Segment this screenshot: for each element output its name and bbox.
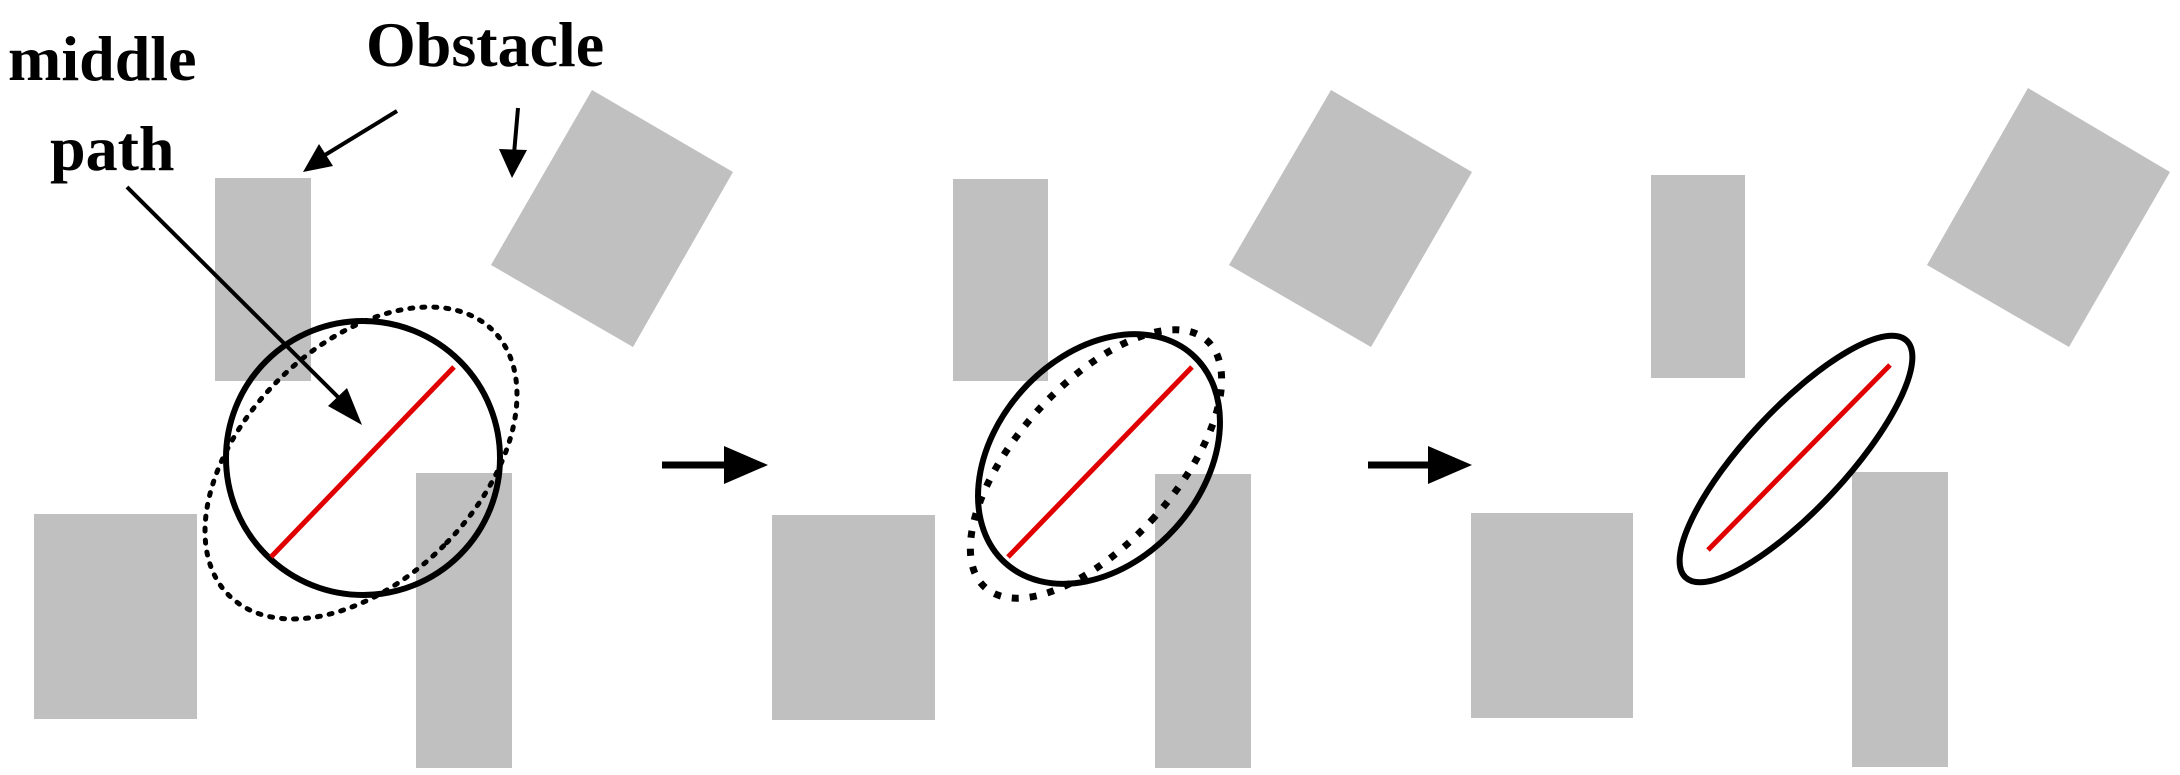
middle-path-pointer (125, 185, 341, 400)
obstacle-pointer-left (323, 109, 399, 157)
middle-path-pointer-head (328, 388, 362, 425)
obstacle-pointer-right (512, 107, 520, 155)
panel-1: middle path Obstacle (8, 9, 733, 768)
obstacle-tall-lower (1155, 474, 1251, 768)
step-arrow-1-head (724, 446, 768, 484)
shrunk-ellipse (975, 331, 1223, 587)
obstacle-tall-upper (1651, 175, 1745, 378)
step-arrow-1 (662, 446, 768, 484)
obstacle-square-lower-left (34, 514, 197, 719)
obstacle-tall-lower (416, 473, 512, 768)
panel-3 (1471, 88, 2170, 767)
obstacle-tall-upper (953, 179, 1048, 381)
step-arrow-2-head (1428, 446, 1472, 484)
middle-path-line (1706, 363, 1892, 552)
step-arrow-2 (1368, 446, 1472, 484)
obstacle-pointer-left-head (303, 144, 333, 172)
obstacle-rotated-square (491, 90, 733, 347)
obstacle-rotated-square (1927, 88, 2170, 347)
label-middle: middle (8, 23, 196, 94)
bounding-circle (223, 318, 503, 598)
middle-path-line (269, 365, 456, 559)
obstacle-square-lower-left (1471, 513, 1633, 718)
obstacle-tall-upper (215, 178, 311, 381)
obstacle-pointer-right-head (499, 149, 527, 178)
panel-2 (772, 90, 1472, 768)
obstacle-tall-lower (1852, 472, 1948, 767)
previous-ellipse-dotted (966, 326, 1226, 602)
obstacle-rotated-square (1229, 90, 1472, 347)
final-ellipse (1676, 332, 1916, 586)
label-obstacle: Obstacle (366, 9, 604, 80)
obstacle-square-lower-left (772, 515, 935, 720)
middle-path-line (1006, 365, 1194, 559)
label-path: path (50, 113, 175, 184)
initial-ellipse-dotted (202, 304, 520, 622)
